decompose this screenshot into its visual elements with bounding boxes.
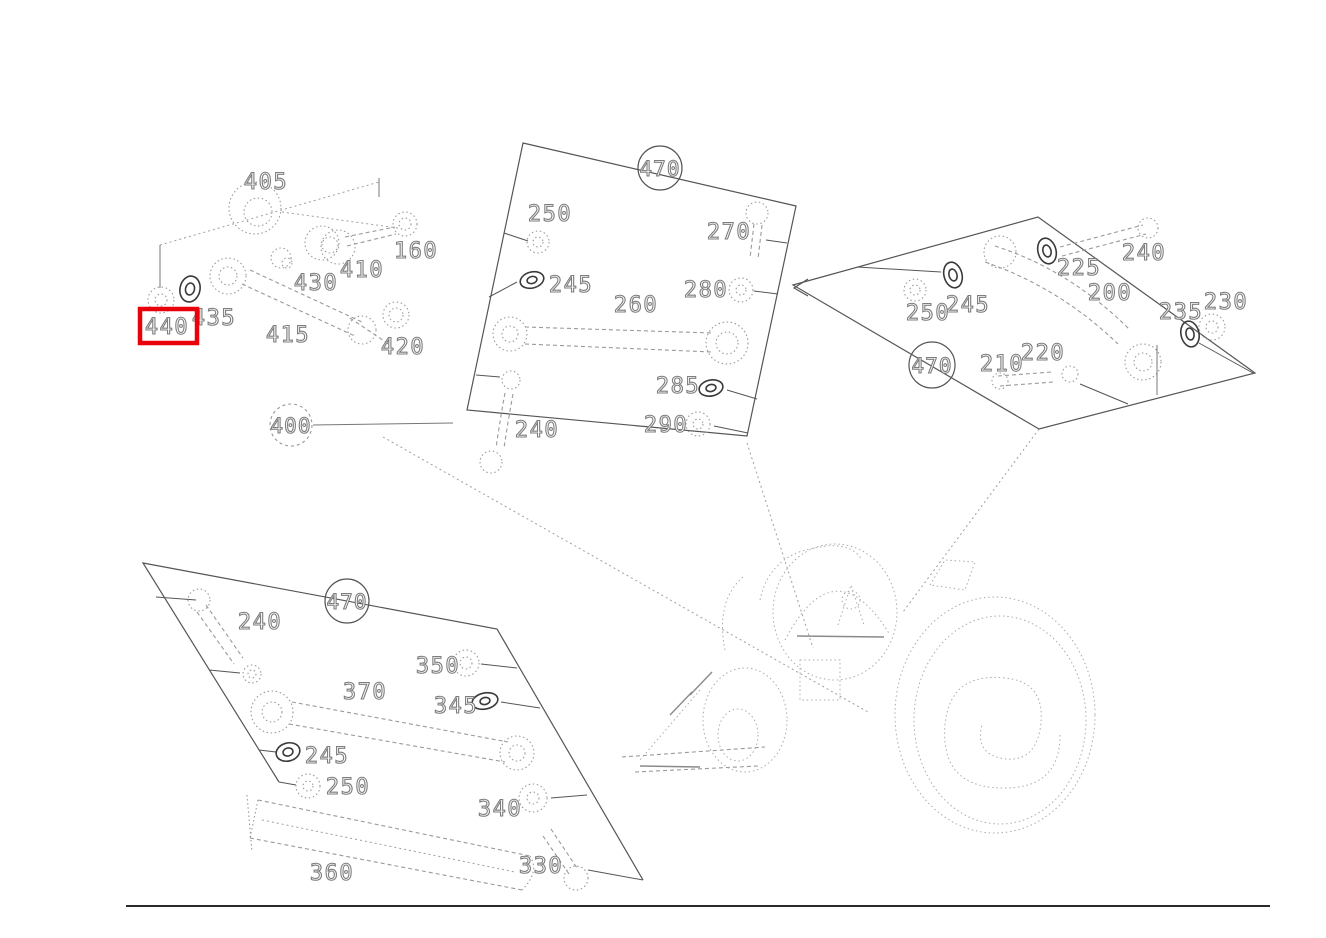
lower-left-panel-ref-circle bbox=[324, 578, 370, 624]
callout-240[interactable]: 240 bbox=[514, 417, 559, 443]
bolt-220-icon bbox=[1061, 365, 1079, 383]
washer-430-icon bbox=[270, 247, 293, 269]
washer-225-icon bbox=[1036, 237, 1058, 265]
callout-250[interactable]: 250 bbox=[325, 774, 370, 800]
nut-340-icon bbox=[518, 783, 548, 813]
callout-225[interactable]: 225 bbox=[1056, 255, 1101, 281]
wheel-spiral-sketch bbox=[944, 676, 1061, 789]
right-panel bbox=[791, 216, 1257, 430]
callout-240[interactable]: 240 bbox=[1121, 240, 1166, 266]
diff-housing-sketch bbox=[772, 543, 898, 681]
callout-160[interactable]: 160 bbox=[393, 238, 438, 264]
nut-250-icon bbox=[295, 773, 321, 799]
center-panel-ref-circle bbox=[637, 145, 683, 191]
nut-290-icon bbox=[685, 411, 711, 437]
callout-330[interactable]: 330 bbox=[518, 853, 563, 879]
washer-235-icon bbox=[1179, 320, 1201, 348]
lower-left-panel-frame bbox=[141, 562, 644, 881]
leader-lines bbox=[382, 428, 1040, 713]
rear-axle-sketch bbox=[621, 543, 1096, 834]
reference-circles bbox=[269, 145, 956, 624]
washer-245-icon bbox=[275, 741, 301, 763]
ref-470-center[interactable]: 470 bbox=[639, 156, 681, 181]
callout-420[interactable]: 420 bbox=[380, 334, 425, 360]
bolt-240-icon bbox=[187, 588, 262, 684]
hub-sketch bbox=[702, 667, 788, 773]
arm-200-icon bbox=[983, 235, 1162, 395]
bushing-410-icon bbox=[304, 225, 356, 265]
callout-260[interactable]: 260 bbox=[613, 292, 658, 318]
callout-350[interactable]: 350 bbox=[415, 653, 460, 679]
nut-350-icon bbox=[452, 649, 480, 677]
ref-400-circle bbox=[269, 403, 313, 447]
callout-270[interactable]: 270 bbox=[706, 219, 751, 245]
highlight-box-440 bbox=[137, 306, 200, 346]
center-panel-frame bbox=[466, 142, 797, 437]
lower-left-panel bbox=[141, 562, 644, 891]
bolt-210-icon bbox=[991, 371, 1055, 390]
bolt-440-icon bbox=[147, 286, 175, 314]
upper-left-cluster bbox=[147, 178, 418, 346]
ring-420-icon bbox=[382, 301, 410, 329]
ref-470-right[interactable]: 470 bbox=[911, 353, 953, 378]
nut-250-icon bbox=[903, 278, 927, 302]
callout-285[interactable]: 285 bbox=[655, 373, 700, 399]
bolt-240-icon bbox=[1059, 217, 1159, 257]
callout-220[interactable]: 220 bbox=[1020, 340, 1065, 366]
torsion-bar-360-icon bbox=[246, 794, 535, 891]
washer-245-icon bbox=[519, 270, 545, 290]
center-panel bbox=[466, 142, 809, 474]
link-240-icon bbox=[479, 370, 521, 474]
callout-290[interactable]: 290 bbox=[643, 412, 688, 438]
callout-415[interactable]: 415 bbox=[265, 322, 310, 348]
right-panel-frame bbox=[791, 216, 1257, 430]
right-panel-ref-circle bbox=[908, 341, 956, 389]
callout-245[interactable]: 245 bbox=[304, 743, 349, 769]
callout-410[interactable]: 410 bbox=[339, 257, 384, 283]
washer-345-icon bbox=[471, 691, 499, 711]
arm-415-icon bbox=[209, 257, 391, 346]
rod-260-icon bbox=[492, 316, 749, 365]
callout-235[interactable]: 235 bbox=[1158, 299, 1203, 325]
callout-250[interactable]: 250 bbox=[905, 300, 950, 326]
nut-280-icon bbox=[728, 277, 754, 303]
bolt-330-icon bbox=[542, 828, 589, 891]
callout-345[interactable]: 345 bbox=[433, 693, 478, 719]
washer-245-icon bbox=[942, 261, 964, 289]
callout-245[interactable]: 245 bbox=[548, 272, 593, 298]
callout-250[interactable]: 250 bbox=[527, 201, 572, 227]
callout-360[interactable]: 360 bbox=[309, 860, 354, 886]
callout-280[interactable]: 280 bbox=[683, 277, 728, 303]
callout-405[interactable]: 405 bbox=[243, 169, 288, 195]
callout-240[interactable]: 240 bbox=[237, 609, 282, 635]
nut-230-icon bbox=[1198, 313, 1226, 341]
washer-435-icon bbox=[179, 275, 201, 303]
nut-250-icon bbox=[526, 230, 550, 254]
nut-405-icon bbox=[228, 181, 282, 235]
callout-430[interactable]: 430 bbox=[293, 270, 338, 296]
callout-245[interactable]: 245 bbox=[945, 292, 990, 318]
callout-340[interactable]: 340 bbox=[477, 796, 522, 822]
bolt-270-icon bbox=[745, 201, 769, 260]
ref-400[interactable]: 400 bbox=[270, 413, 312, 438]
callout-200[interactable]: 200 bbox=[1087, 280, 1132, 306]
callout-370[interactable]: 370 bbox=[342, 679, 387, 705]
ref-470-lower[interactable]: 470 bbox=[326, 589, 368, 614]
washer-285-icon bbox=[698, 378, 724, 398]
callout-labels: 405 160 410 430 435 440 415 420 470 250 … bbox=[144, 156, 1248, 886]
callout-210[interactable]: 210 bbox=[979, 351, 1024, 377]
arm-370-icon bbox=[250, 690, 535, 771]
callout-440-highlighted[interactable]: 440 bbox=[144, 314, 189, 340]
callout-230[interactable]: 230 bbox=[1203, 289, 1248, 315]
